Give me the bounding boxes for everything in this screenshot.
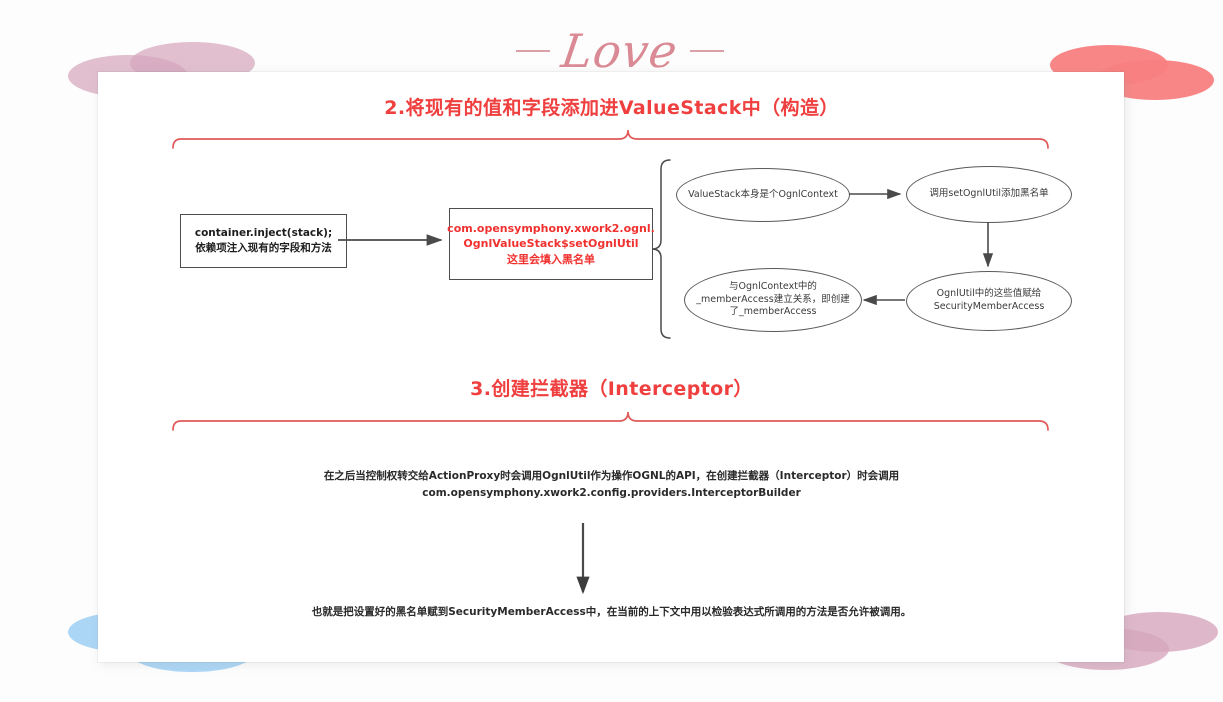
ellipse-2-text: 调用setOgnlUtil添加黑名单 (929, 188, 1049, 200)
love-dash-left (516, 50, 551, 52)
love-dash-right (689, 50, 724, 52)
paragraph-interceptor-builder: 在之后当控制权转交给ActionProxy时会调用OgnlUtil作为操作OGN… (0, 468, 1223, 502)
box-right-line1: com.opensymphony.xwork2.ognl. (447, 221, 655, 235)
ellipse-1-text: ValueStack本身是个OgnlContext (688, 188, 838, 200)
ellipse-memberaccess-relation: 与OgnlContext中的 _memberAccess建立关系，即创建 了_m… (684, 268, 862, 332)
ellipse-4-line3: 了_memberAccess (729, 306, 817, 318)
ellipse-4-line2: _memberAccess建立关系，即创建 (696, 293, 850, 305)
box-right-line3: 这里会填入黑名单 (507, 252, 595, 266)
ellipse-ognlutil-to-security: OgnlUtil中的这些值赋给 SecurityMemberAccess (906, 271, 1072, 331)
diagram-box-ognlvaluestack: com.opensymphony.xwork2.ognl. OgnlValueS… (447, 208, 655, 280)
slide-page (98, 72, 1124, 662)
love-ornament: Love (440, 22, 800, 80)
box-left-line1: container.inject(stack); (194, 226, 333, 239)
ellipse-3-text: OgnlUtil中的这些值赋给 SecurityMemberAccess (927, 288, 1052, 314)
box-left-line2: 依赖项注入现有的字段和方法 (195, 242, 332, 254)
ellipse-4-text: 与OgnlContext中的 _memberAccess建立关系，即创建 了_m… (689, 281, 856, 319)
love-script-text: Love (558, 24, 682, 78)
ellipse-3-line2: SecurityMemberAccess (933, 301, 1045, 312)
ellipse-4-line1: 与OgnlContext中的 (729, 280, 817, 292)
ellipse-3-line1: OgnlUtil中的这些值赋给 (936, 288, 1042, 300)
box-right-line2: OgnlValueStack$setOgnlUtil (463, 237, 639, 251)
section-heading-2: 2.将现有的值和字段添加进ValueStack中（构造） (384, 97, 839, 119)
paragraph-security-member-access: 也就是把设置好的黑名单赋到SecurityMemberAccess中，在当前的上… (311, 606, 912, 618)
para1-line1: 在之后当控制权转交给ActionProxy时会调用OgnlUtil作为操作OGN… (323, 470, 900, 482)
para1-line2: com.opensymphony.xwork2.config.providers… (422, 486, 801, 499)
ellipse-setognlutil-blacklist: 调用setOgnlUtil添加黑名单 (906, 166, 1072, 223)
section-heading-3: 3.创建拦截器（Interceptor） (470, 378, 753, 400)
diagram-box-container-inject: container.inject(stack); 依赖项注入现有的字段和方法 (180, 214, 347, 268)
ellipse-valuestack-ognlcontext: ValueStack本身是个OgnlContext (676, 168, 850, 222)
